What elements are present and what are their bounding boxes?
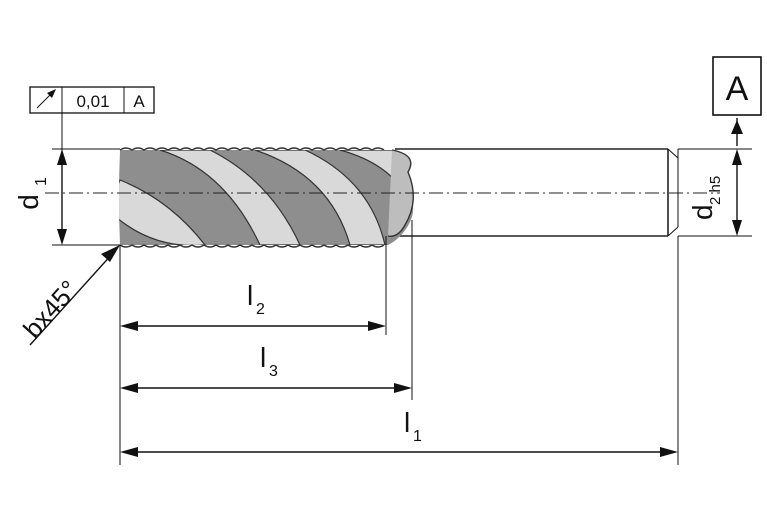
tolerance-value: 0,01 (76, 92, 109, 111)
l2-label: l (247, 280, 253, 311)
l1-subscript: 1 (413, 428, 422, 445)
d1-label: d (13, 194, 44, 210)
d1-dimension: d 1 (13, 149, 67, 245)
tolerance-datum: A (133, 92, 145, 111)
chamfer-label: bx45° (17, 274, 84, 344)
l3-label: l (260, 342, 266, 373)
d1-subscript: 1 (33, 177, 50, 186)
l1-dimension: l 1 (120, 407, 678, 457)
runout-arrow-icon (36, 89, 56, 109)
l2-dimension: l 2 (120, 280, 386, 331)
helix-band-3 (254, 150, 386, 245)
l3-subscript: 3 (269, 363, 278, 380)
serrated-edge-bottom (119, 244, 385, 248)
tolerance-frame: 0,01 A (29, 86, 155, 152)
cutting-flutes (119, 147, 414, 248)
l3-dimension: l 3 (120, 342, 412, 393)
helix-band-2 (159, 150, 301, 245)
l1-label: l (404, 407, 410, 438)
serrated-edge-top (119, 147, 385, 151)
extension-lines (52, 148, 752, 465)
d2-dimension: d 2 h5 (687, 118, 743, 236)
l2-subscript: 2 (256, 301, 265, 318)
d2-subscript: 2 h5 (707, 176, 724, 205)
chamfer-leader: bx45° (17, 245, 120, 346)
datum-a-letter: A (726, 70, 749, 108)
d2-label: d (687, 204, 718, 220)
datum-a-box: A (712, 56, 762, 116)
